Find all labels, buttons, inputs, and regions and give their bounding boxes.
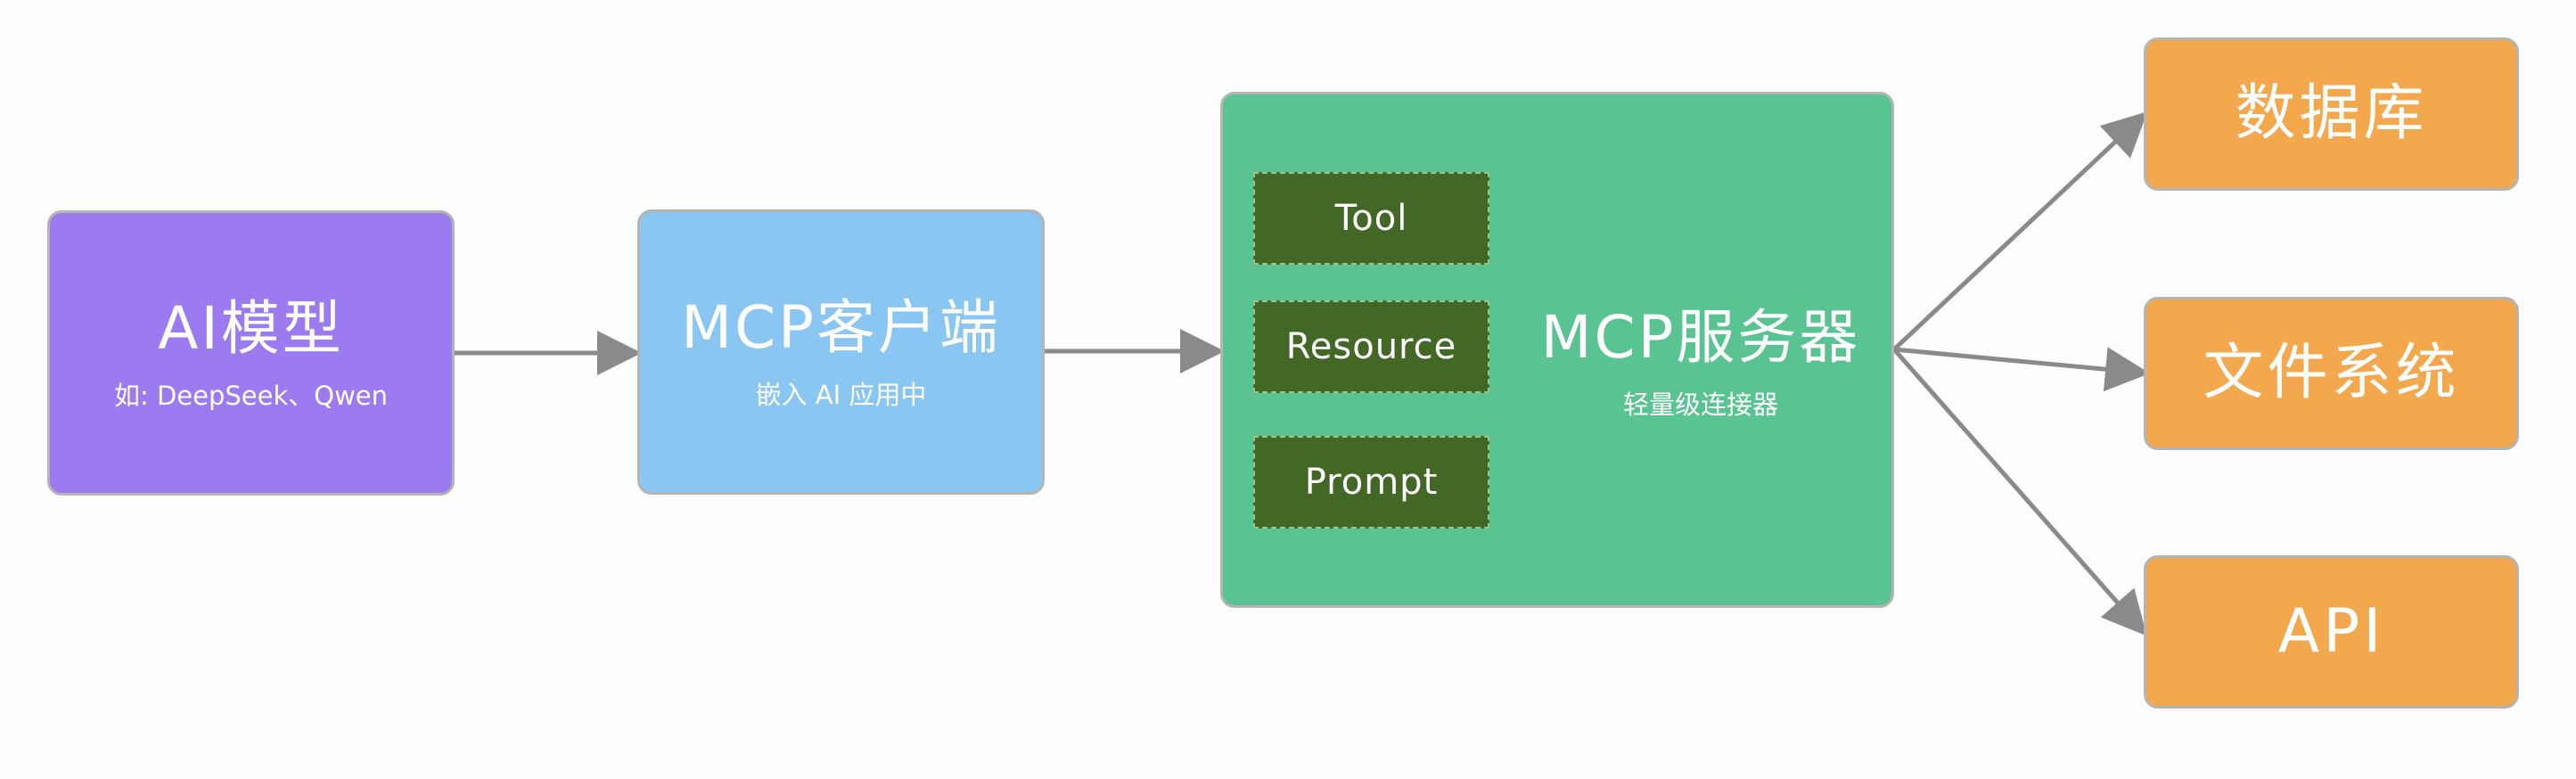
- ai-model-subtitle: 如: DeepSeek、Qwen: [113, 380, 389, 411]
- mcp-server-node: Tool Resource Prompt MCP服务器 轻量级连接器: [1220, 92, 1894, 608]
- mcp-server-subtitle: 轻量级连接器: [1622, 389, 1778, 420]
- database-title: 数据库: [2235, 78, 2428, 149]
- capability-prompt: Prompt: [1253, 436, 1489, 529]
- ai-model-title: AI模型: [158, 293, 344, 363]
- database-node: 数据库: [2144, 37, 2519, 191]
- api-node: API: [2144, 555, 2519, 709]
- filesystem-title: 文件系统: [2203, 337, 2460, 408]
- mcp-client-node: MCP客户端 嵌入 AI 应用中: [637, 209, 1045, 495]
- edge-mcp-server-to-api: [1892, 348, 2147, 636]
- filesystem-node: 文件系统: [2144, 297, 2519, 450]
- mcp-client-title: MCP客户端: [681, 292, 1001, 362]
- ai-model-node: AI模型 如: DeepSeek、Qwen: [47, 210, 455, 496]
- edge-mcp-server-to-filesystem: [1893, 347, 2150, 392]
- mcp-server-label: MCP服务器 轻量级连接器: [1526, 304, 1875, 421]
- api-title: API: [2277, 595, 2385, 667]
- edge-mcp-server-to-database: [1892, 111, 2148, 351]
- mcp-client-subtitle: 嵌入 AI 应用中: [755, 379, 927, 410]
- capability-resource: Resource: [1253, 300, 1489, 393]
- mcp-server-title: MCP服务器: [1540, 303, 1861, 372]
- capability-tool: Tool: [1253, 172, 1489, 265]
